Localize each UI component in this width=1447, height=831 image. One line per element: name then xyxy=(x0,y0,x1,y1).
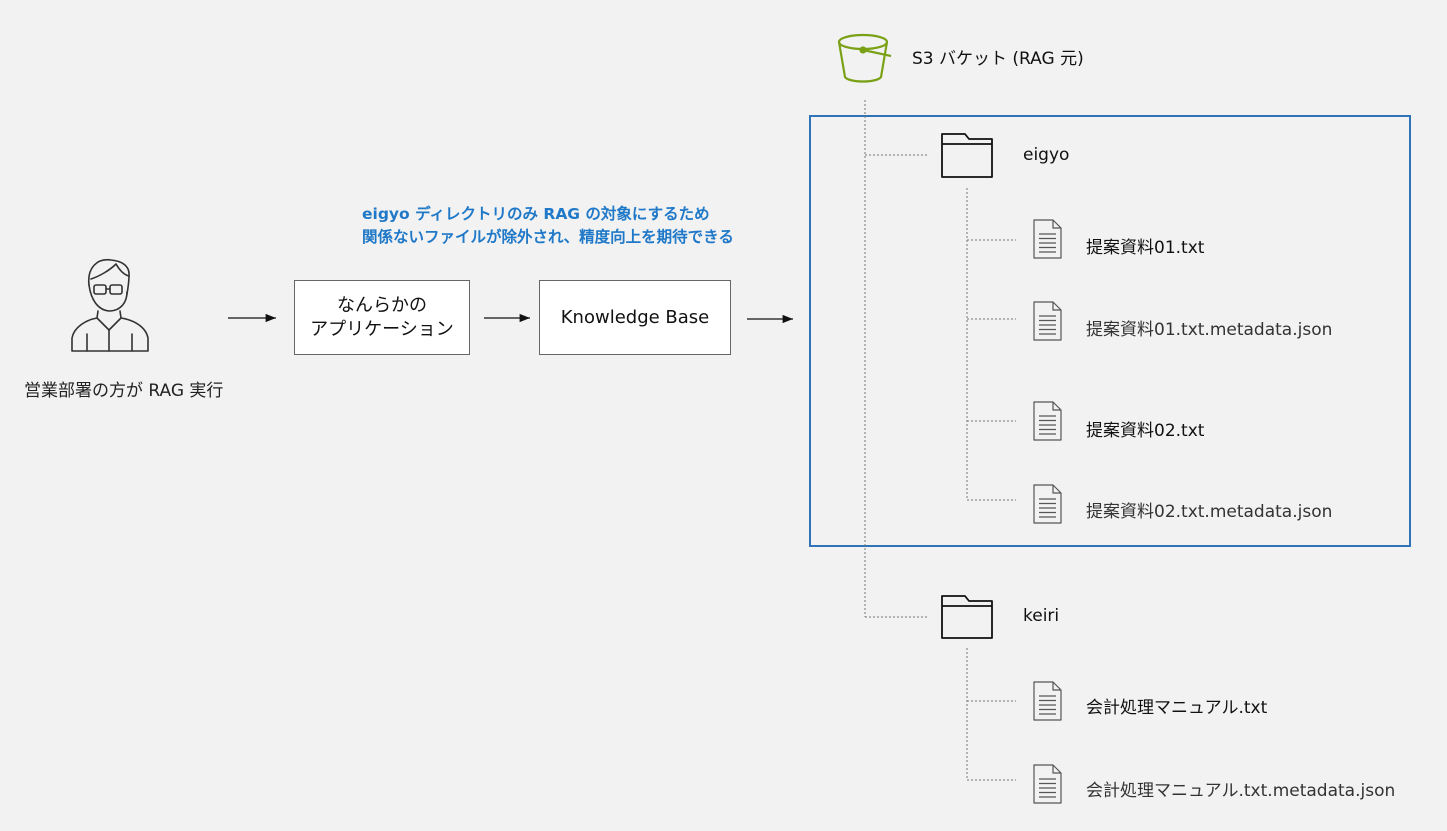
document-icon xyxy=(1033,219,1062,259)
user-icon xyxy=(71,259,149,352)
folder-label-eigyo: eigyo xyxy=(1023,145,1070,165)
knowledge-base-box: Knowledge Base xyxy=(539,280,731,355)
tree-lines xyxy=(864,100,1016,781)
document-icon xyxy=(1033,301,1062,341)
document-icon xyxy=(1033,401,1062,441)
user-caption: 営業部署の方が RAG 実行 xyxy=(24,381,224,401)
file-label: 提案資料01.txt.metadata.json xyxy=(1086,320,1333,340)
application-box-line2: アプリケーション xyxy=(310,318,454,340)
s3-bucket-icon xyxy=(837,33,892,83)
knowledge-base-label: Knowledge Base xyxy=(560,306,710,328)
scope-note-line2: 関係ないファイルが除外され、精度向上を期待できる xyxy=(362,228,734,246)
scope-note: eigyo ディレクトリのみ RAG の対象にするため 関係ないファイルが除外さ… xyxy=(362,203,734,249)
application-box: なんらかの アプリケーション xyxy=(294,280,470,355)
file-label: 提案資料02.txt xyxy=(1086,421,1205,441)
file-label: 会計処理マニュアル.txt.metadata.json xyxy=(1086,781,1396,801)
eigyo-highlight-frame xyxy=(809,115,1411,547)
file-label: 会計処理マニュアル.txt xyxy=(1086,698,1268,718)
bucket-label: S3 バケット (RAG 元) xyxy=(912,49,1084,69)
folder-icon xyxy=(941,133,993,178)
folder-label-keiri: keiri xyxy=(1023,606,1060,626)
scope-note-line1: eigyo ディレクトリのみ RAG の対象にするため xyxy=(362,205,710,223)
application-box-line1: なんらかの xyxy=(336,294,427,316)
document-icon xyxy=(1033,484,1062,524)
document-icon xyxy=(1033,764,1062,804)
file-label: 提案資料02.txt.metadata.json xyxy=(1086,502,1333,522)
document-icon xyxy=(1033,681,1062,721)
folder-icon xyxy=(941,595,993,639)
file-label: 提案資料01.txt xyxy=(1086,238,1205,258)
